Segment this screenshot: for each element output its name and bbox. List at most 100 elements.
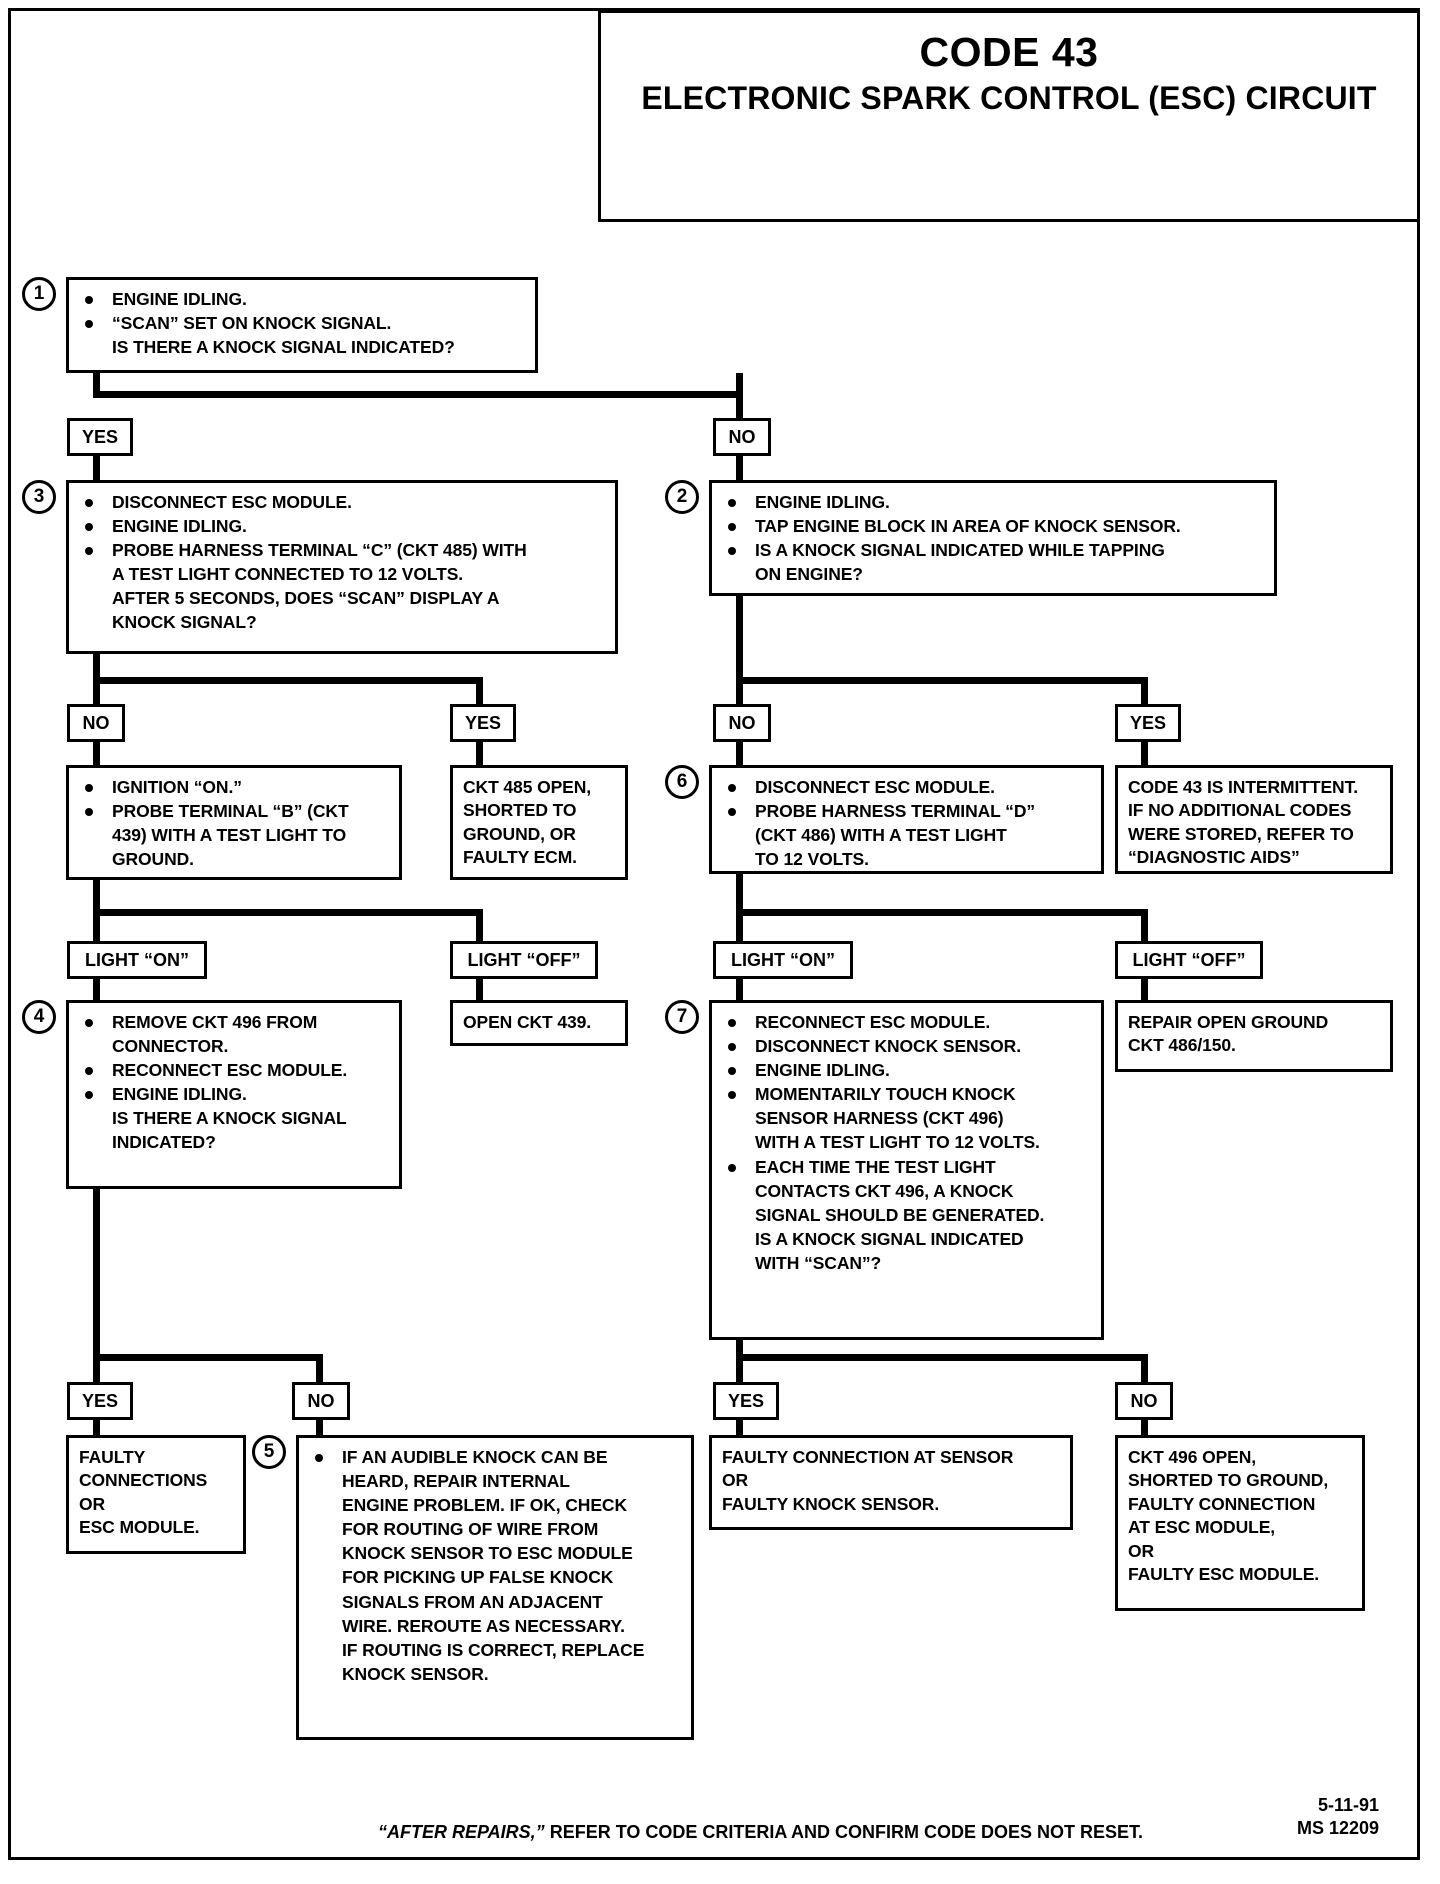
- list-item: IF ROUTING IS CORRECT, REPLACE: [342, 1639, 645, 1660]
- list-item: PROBE HARNESS TERMINAL “D”: [722, 800, 1091, 823]
- step-number-6: 6: [665, 765, 699, 799]
- intermittent-text: CODE 43 IS INTERMITTENT. IF NO ADDITIONA…: [1128, 776, 1380, 870]
- line-s3-to-yes: [476, 677, 483, 704]
- line-ign-to-lightoff: [476, 909, 483, 941]
- step-box-2: ENGINE IDLING. TAP ENGINE BLOCK IN AREA …: [709, 480, 1277, 596]
- line-s4-no-down: [316, 1354, 323, 1382]
- branch-label-yes-1: YES: [67, 418, 133, 456]
- ignition-box: IGNITION “ON.” PROBE TERMINAL “B” (CKT 4…: [66, 765, 402, 880]
- list-item: WIRE. REROUTE AS NECESSARY.: [342, 1615, 625, 1636]
- footer-code: 5-11-91 MS 12209: [1297, 1794, 1379, 1841]
- step-box-4: REMOVE CKT 496 FROM CONNECTOR. RECONNECT…: [66, 1000, 402, 1189]
- step-number-1: 1: [22, 277, 56, 311]
- text-line: SHORTED TO: [463, 800, 577, 821]
- list-item: GROUND.: [112, 849, 194, 870]
- list-item: IS THERE A KNOCK SIGNAL: [112, 1108, 347, 1129]
- line-no-to-s2: [736, 445, 743, 480]
- step-box-6: DISCONNECT ESC MODULE. PROBE HARNESS TER…: [709, 765, 1104, 874]
- step-number-7: 7: [665, 1000, 699, 1034]
- step-box-3: DISCONNECT ESC MODULE. ENGINE IDLING. PR…: [66, 480, 618, 654]
- text-line: CKT 496 OPEN,: [1128, 1447, 1257, 1467]
- list-item: MOMENTARILY TOUCH KNOCK: [722, 1083, 1091, 1106]
- line-s1-down: [93, 373, 100, 398]
- step-3-list: DISCONNECT ESC MODULE. ENGINE IDLING. PR…: [79, 491, 605, 635]
- text-line: FAULTY ESC MODULE.: [1128, 1564, 1320, 1585]
- list-item: DISCONNECT KNOCK SENSOR.: [722, 1035, 1091, 1058]
- text-line: OR: [722, 1470, 749, 1491]
- line-s1-horizontal: [93, 391, 743, 398]
- line-s2-to-yes: [1141, 677, 1148, 704]
- line-s2-no-down: [736, 677, 743, 704]
- list-item: DISCONNECT ESC MODULE.: [722, 776, 1091, 799]
- line-s4-down: [93, 1189, 100, 1361]
- list-item: CONNECTOR.: [112, 1036, 229, 1057]
- list-item: PROBE HARNESS TERMINAL “C” (CKT 485) WIT…: [79, 539, 605, 562]
- step-box-7: RECONNECT ESC MODULE. DISCONNECT KNOCK S…: [709, 1000, 1104, 1340]
- line-ign-to-lighton: [93, 909, 100, 941]
- list-item: DISCONNECT ESC MODULE.: [79, 491, 605, 514]
- ckt485-text: CKT 485 OPEN, SHORTED TO GROUND, OR FAUL…: [463, 776, 615, 870]
- line-lightoff-to-open439: [476, 968, 483, 1000]
- text-line: FAULTY KNOCK SENSOR.: [722, 1493, 940, 1514]
- list-item: KNOCK SIGNAL?: [112, 612, 257, 633]
- repair-ground-text: REPAIR OPEN GROUND CKT 486/150.: [1128, 1011, 1380, 1058]
- step-number-2: 2: [665, 480, 699, 514]
- line-no-to-s5: [316, 1409, 323, 1435]
- list-item: (CKT 486) WITH A TEST LIGHT: [755, 825, 1007, 846]
- step-number-5: 5: [252, 1435, 286, 1469]
- branch-label-no-1: NO: [713, 418, 771, 456]
- branch-label-no-4: NO: [292, 1382, 350, 1420]
- footer-ms-number: MS 12209: [1297, 1818, 1380, 1839]
- list-item: EACH TIME THE TEST LIGHT: [722, 1156, 1091, 1179]
- line-s1-to-no: [736, 373, 743, 418]
- list-item: IGNITION “ON.”: [79, 776, 389, 799]
- list-item: “SCAN” SET ON KNOCK SIGNAL.: [79, 312, 525, 335]
- branch-label-no-2: NO: [713, 704, 771, 742]
- branch-label-yes-3: YES: [450, 704, 516, 742]
- ckt485-result-box: CKT 485 OPEN, SHORTED TO GROUND, OR FAUL…: [450, 765, 628, 880]
- list-item: TAP ENGINE BLOCK IN AREA OF KNOCK SENSOR…: [722, 515, 1264, 538]
- page-subtitle: ELECTRONIC SPARK CONTROL (ESC) CIRCUIT: [641, 80, 1377, 117]
- text-line: CKT 485 OPEN,: [463, 777, 592, 797]
- footer-date: 5-11-91: [1318, 1795, 1380, 1815]
- step-box-5: IF AN AUDIBLE KNOCK CAN BE HEARD, REPAIR…: [296, 1435, 694, 1740]
- branch-label-yes-2: YES: [1115, 704, 1181, 742]
- text-line: ESC MODULE.: [79, 1517, 200, 1538]
- open439-text: OPEN CKT 439.: [463, 1011, 615, 1034]
- list-item: WITH “SCAN”?: [755, 1252, 882, 1273]
- branch-label-no-7: NO: [1115, 1382, 1173, 1420]
- step-7-list: RECONNECT ESC MODULE. DISCONNECT KNOCK S…: [722, 1011, 1091, 1275]
- step-1-list: ENGINE IDLING. “SCAN” SET ON KNOCK SIGNA…: [79, 288, 525, 359]
- text-line: FAULTY ECM.: [463, 847, 577, 868]
- list-item: FOR ROUTING OF WIRE FROM: [342, 1519, 599, 1540]
- step-number-3: 3: [22, 480, 56, 514]
- list-item: RECONNECT ESC MODULE.: [722, 1011, 1091, 1034]
- text-line: FAULTY CONNECTION: [1128, 1493, 1316, 1514]
- footer-note-rest: REFER TO CODE CRITERIA AND CONFIRM CODE …: [544, 1822, 1144, 1842]
- faulty-connections-text: FAULTY CONNECTIONS OR ESC MODULE.: [79, 1446, 233, 1540]
- text-line: IF NO ADDITIONAL CODES: [1128, 800, 1352, 821]
- step-4-list: REMOVE CKT 496 FROM CONNECTOR. RECONNECT…: [79, 1011, 389, 1155]
- list-item: HEARD, REPAIR INTERNAL: [342, 1471, 570, 1492]
- line-no-to-s6: [736, 731, 743, 765]
- text-line: CKT 486/150.: [1128, 1035, 1236, 1056]
- branch-label-no-3: NO: [67, 704, 125, 742]
- text-line: OPEN CKT 439.: [463, 1012, 592, 1032]
- text-line: OR: [1128, 1540, 1155, 1561]
- list-item: CONTACTS CKT 496, A KNOCK: [755, 1180, 1014, 1201]
- branch-label-yes-7: YES: [713, 1382, 779, 1420]
- list-item: IS A KNOCK SIGNAL INDICATED WHILE TAPPIN…: [722, 539, 1264, 562]
- text-line: AT ESC MODULE,: [1128, 1517, 1276, 1538]
- line-s2-down: [736, 596, 743, 684]
- list-item: KNOCK SENSOR.: [342, 1663, 489, 1684]
- line-s6-to-lightoff: [1141, 909, 1148, 941]
- line-s3-no-down: [93, 677, 100, 704]
- list-item: REMOVE CKT 496 FROM: [79, 1011, 389, 1034]
- line-s6-horizontal: [736, 909, 1148, 916]
- list-item: A TEST LIGHT CONNECTED TO 12 VOLTS.: [112, 564, 464, 585]
- list-item: 439) WITH A TEST LIGHT TO: [112, 825, 347, 846]
- title-block: CODE 43 ELECTRONIC SPARK CONTROL (ESC) C…: [598, 10, 1420, 222]
- line-s7-horizontal: [736, 1354, 1148, 1361]
- line-s7-yes-down: [736, 1354, 743, 1382]
- text-line: “DIAGNOSTIC AIDS”: [1128, 847, 1300, 868]
